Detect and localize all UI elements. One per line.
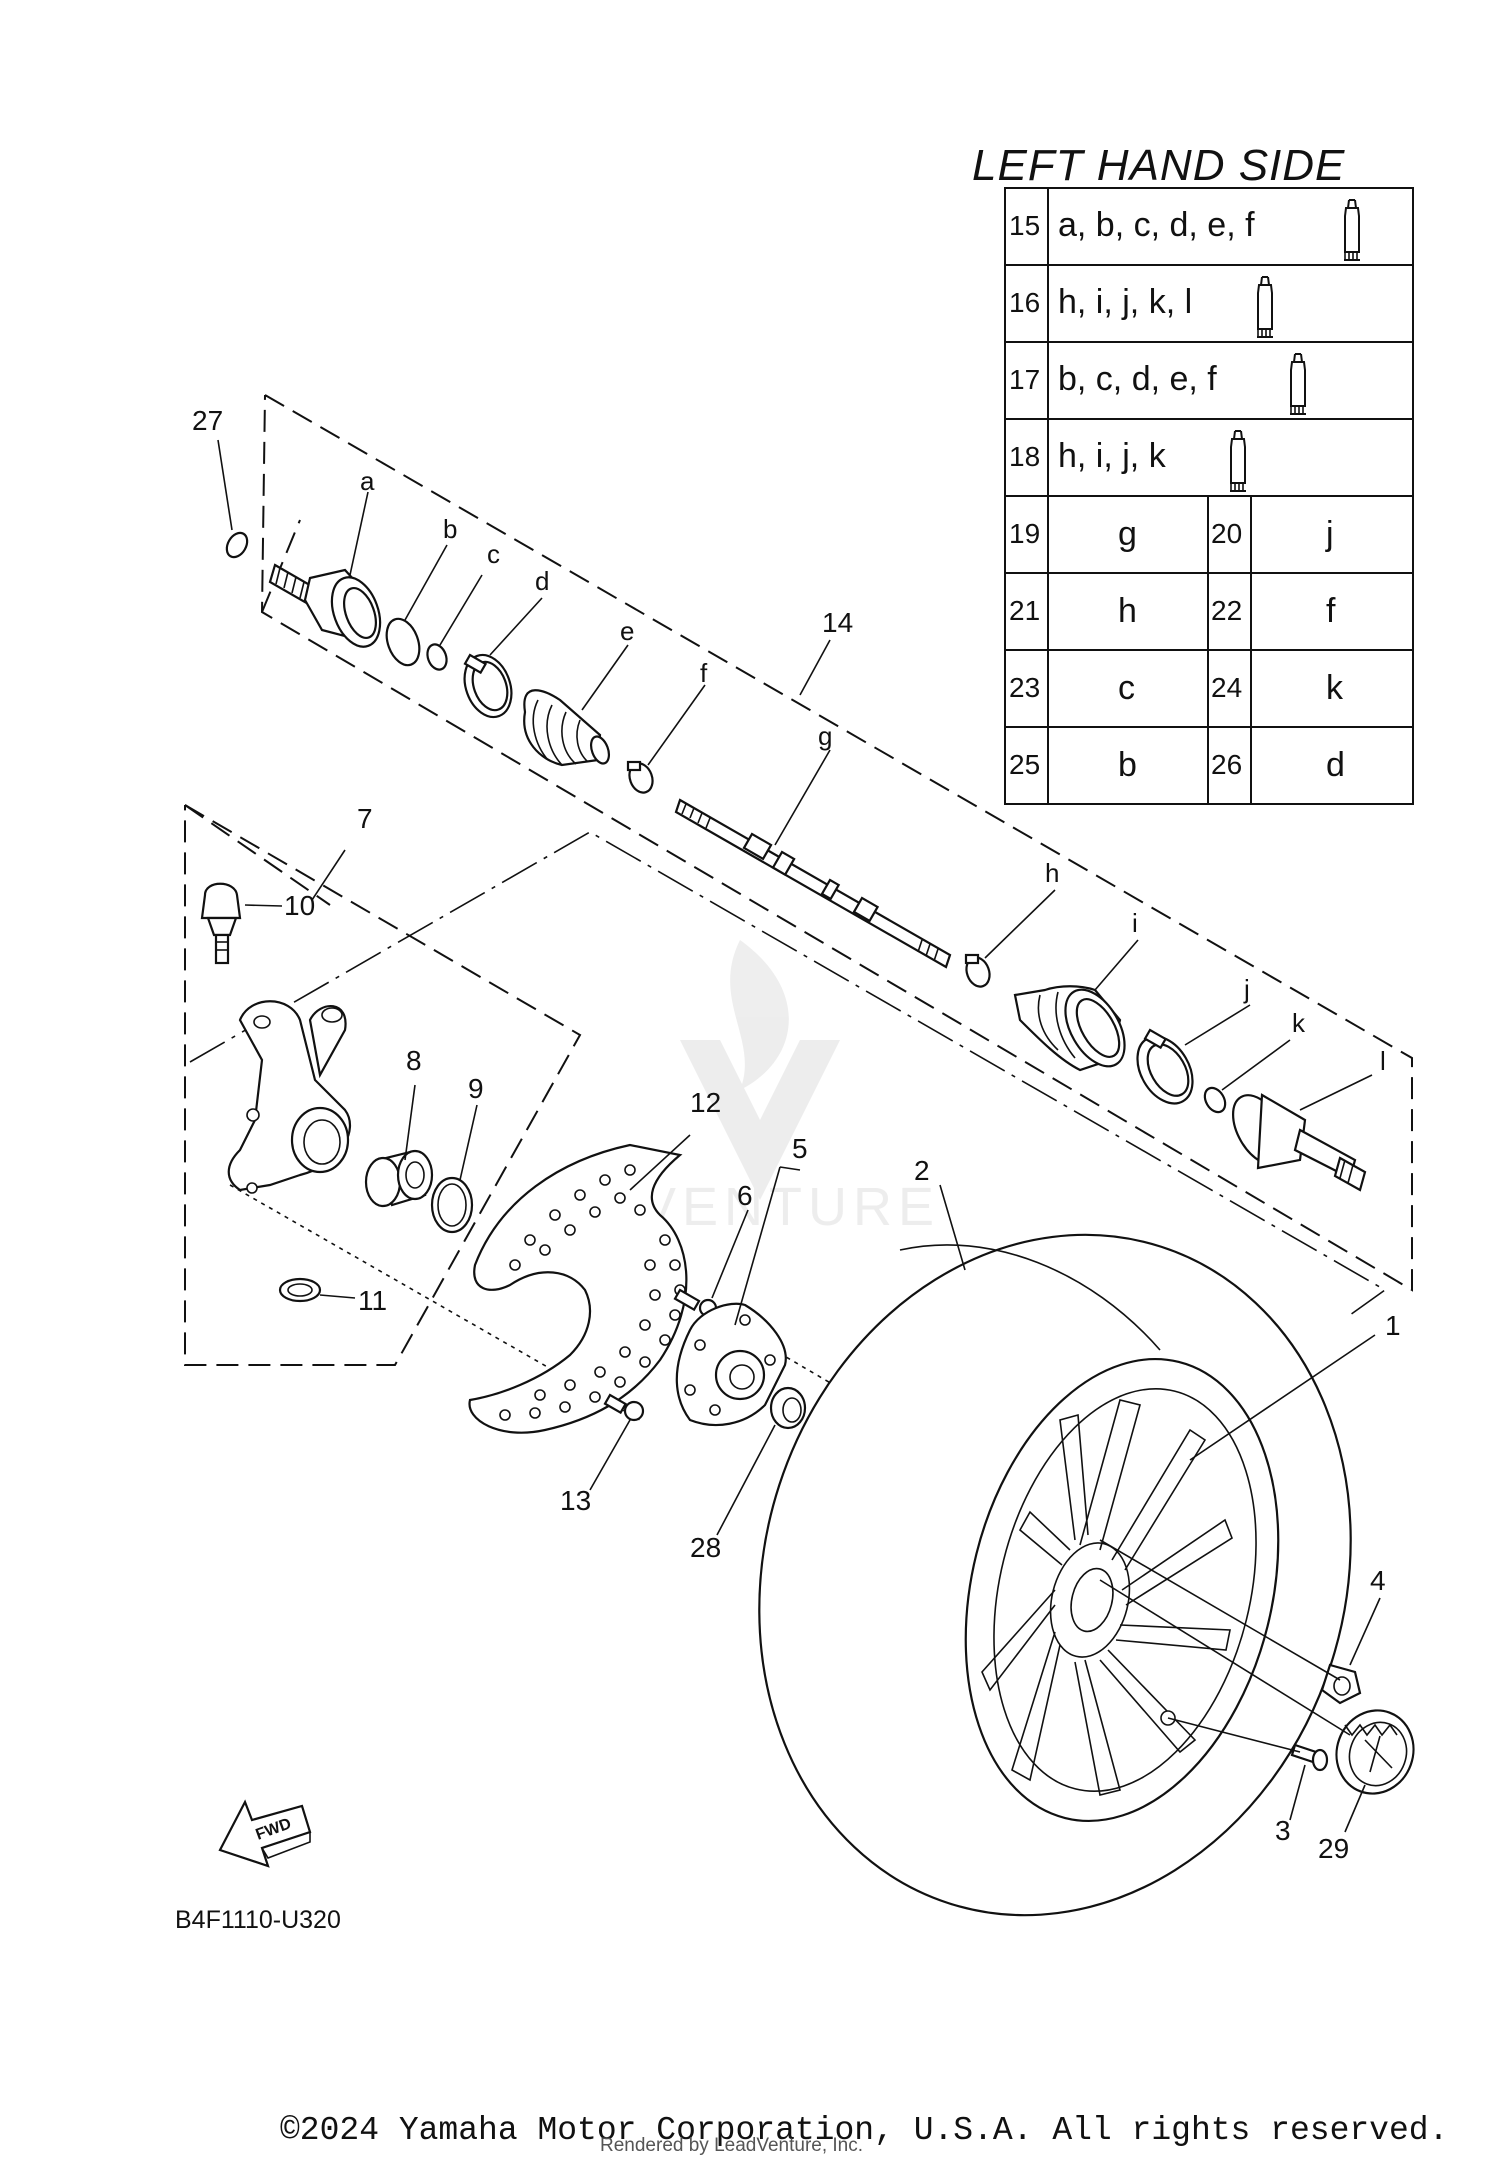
table-row-value: c <box>1118 669 1135 707</box>
table-row-value: f <box>1326 592 1336 630</box>
watermark-logo: VENTURE <box>640 940 940 1237</box>
callout-11: 11 <box>358 1285 387 1316</box>
callout-10: 10 <box>284 890 315 921</box>
callout-d: d <box>535 566 549 596</box>
boot-e <box>523 689 611 767</box>
table-row-num: 18 <box>1009 441 1040 472</box>
left-hand-side-table: LEFT HAND SIDE 15 a, b, c, d, e, f 16 h,… <box>972 141 1414 805</box>
callout-13: 13 <box>560 1485 591 1516</box>
copyright-text: ©2024 Yamaha Motor Corporation, U.S.A. A… <box>280 2112 1449 2149</box>
callout-28: 28 <box>690 1532 721 1563</box>
table-row-parts: h, i, j, k <box>1058 437 1167 475</box>
hub-cap-29 <box>1335 1709 1415 1795</box>
callout-f: f <box>700 658 708 688</box>
table-row-num: 16 <box>1009 287 1040 318</box>
knuckle-group-outline <box>184 804 582 1366</box>
brake-disc-12 <box>468 1143 688 1434</box>
grease-tube-icon <box>1343 199 1361 261</box>
callout-5: 5 <box>792 1133 808 1164</box>
table-row-num: 25 <box>1009 749 1040 780</box>
callout-h: h <box>1045 858 1059 888</box>
callout-c: c <box>487 539 500 569</box>
diagram-code: B4F1110-U320 <box>175 1906 341 1934</box>
table-row-value: k <box>1326 669 1344 707</box>
table-row-value: h <box>1118 592 1137 630</box>
band-j <box>1136 1028 1194 1105</box>
table-row-num: 24 <box>1211 672 1242 703</box>
ball-joint-10 <box>200 882 242 965</box>
circlip-k <box>1203 1086 1227 1114</box>
drive-shaft-group-outline <box>260 394 1413 1292</box>
callout-27: 27 <box>192 405 223 436</box>
circlip-27 <box>225 531 249 559</box>
table-row-value: g <box>1118 515 1137 553</box>
table-title: LEFT HAND SIDE <box>972 141 1345 190</box>
callout-a: a <box>360 466 375 496</box>
wheel-1 <box>964 1358 1280 1822</box>
shaft-g <box>674 798 952 969</box>
boot-i <box>1013 985 1126 1072</box>
table-row-value: j <box>1325 515 1334 553</box>
band-h <box>964 953 991 988</box>
callout-g: g <box>818 721 832 751</box>
table-row-parts: a, b, c, d, e, f <box>1058 206 1255 244</box>
grease-tube-icon <box>1256 276 1274 338</box>
circlip-c <box>426 643 448 671</box>
rendered-by-text: Rendered by LeadVenture, Inc. <box>600 2135 864 2156</box>
callout-1: 1 <box>1385 1310 1401 1341</box>
callout-e: e <box>620 616 634 646</box>
callout-i: i <box>1132 908 1138 938</box>
callout-8: 8 <box>406 1045 422 1076</box>
hub-5 <box>675 1302 787 1427</box>
callout-labels: 27 a b c d e f 14 g h i j k l 7 10 8 9 1… <box>192 405 1401 1864</box>
callout-3: 3 <box>1275 1815 1291 1846</box>
table-row-value: b <box>1118 746 1137 784</box>
clip-11 <box>278 1277 322 1303</box>
table-row-num: 23 <box>1009 672 1040 703</box>
svg-text:VENTURE: VENTURE <box>640 1177 940 1237</box>
callout-29: 29 <box>1318 1833 1349 1864</box>
table-row-value: d <box>1326 746 1345 784</box>
fwd-arrow-icon: FWD <box>218 1799 312 1868</box>
table-row-num: 20 <box>1211 518 1242 549</box>
circlip-9 <box>430 1176 474 1234</box>
callout-k: k <box>1292 1008 1306 1038</box>
callout-9: 9 <box>468 1073 484 1104</box>
band-d <box>463 653 513 719</box>
table-row-parts: h, i, j, k, l <box>1058 283 1192 321</box>
callout-7: 7 <box>357 803 373 834</box>
callout-12: 12 <box>690 1087 721 1118</box>
cv-joint-inner-l <box>1231 1093 1367 1192</box>
table-row-num: 21 <box>1009 595 1040 626</box>
cv-joint-outer-a <box>268 563 382 648</box>
nut-4 <box>1320 1663 1362 1705</box>
ring-b <box>385 617 421 667</box>
callout-b: b <box>443 514 457 544</box>
table-row-num: 19 <box>1009 518 1040 549</box>
table-row-num: 15 <box>1009 210 1040 241</box>
callout-6: 6 <box>737 1180 753 1211</box>
table-row-num: 22 <box>1211 595 1242 626</box>
band-f <box>626 760 654 794</box>
table-row-parts: b, c, d, e, f <box>1058 360 1217 398</box>
callout-4: 4 <box>1370 1565 1386 1596</box>
grease-tube-icon <box>1229 430 1247 492</box>
callout-14: 14 <box>822 607 853 638</box>
callout-j: j <box>1243 974 1250 1004</box>
table-row-num: 17 <box>1009 364 1040 395</box>
bolt-3 <box>1290 1743 1329 1772</box>
callout-l: l <box>1380 1046 1386 1076</box>
knuckle-7 <box>227 1000 351 1194</box>
leader-lines <box>217 439 1381 1833</box>
grease-tube-icon <box>1289 353 1307 415</box>
bolt-13 <box>603 1393 645 1422</box>
bearing-8 <box>364 1149 434 1208</box>
callout-2: 2 <box>914 1155 930 1186</box>
table-row-num: 26 <box>1211 749 1242 780</box>
nut-28 <box>769 1386 807 1430</box>
